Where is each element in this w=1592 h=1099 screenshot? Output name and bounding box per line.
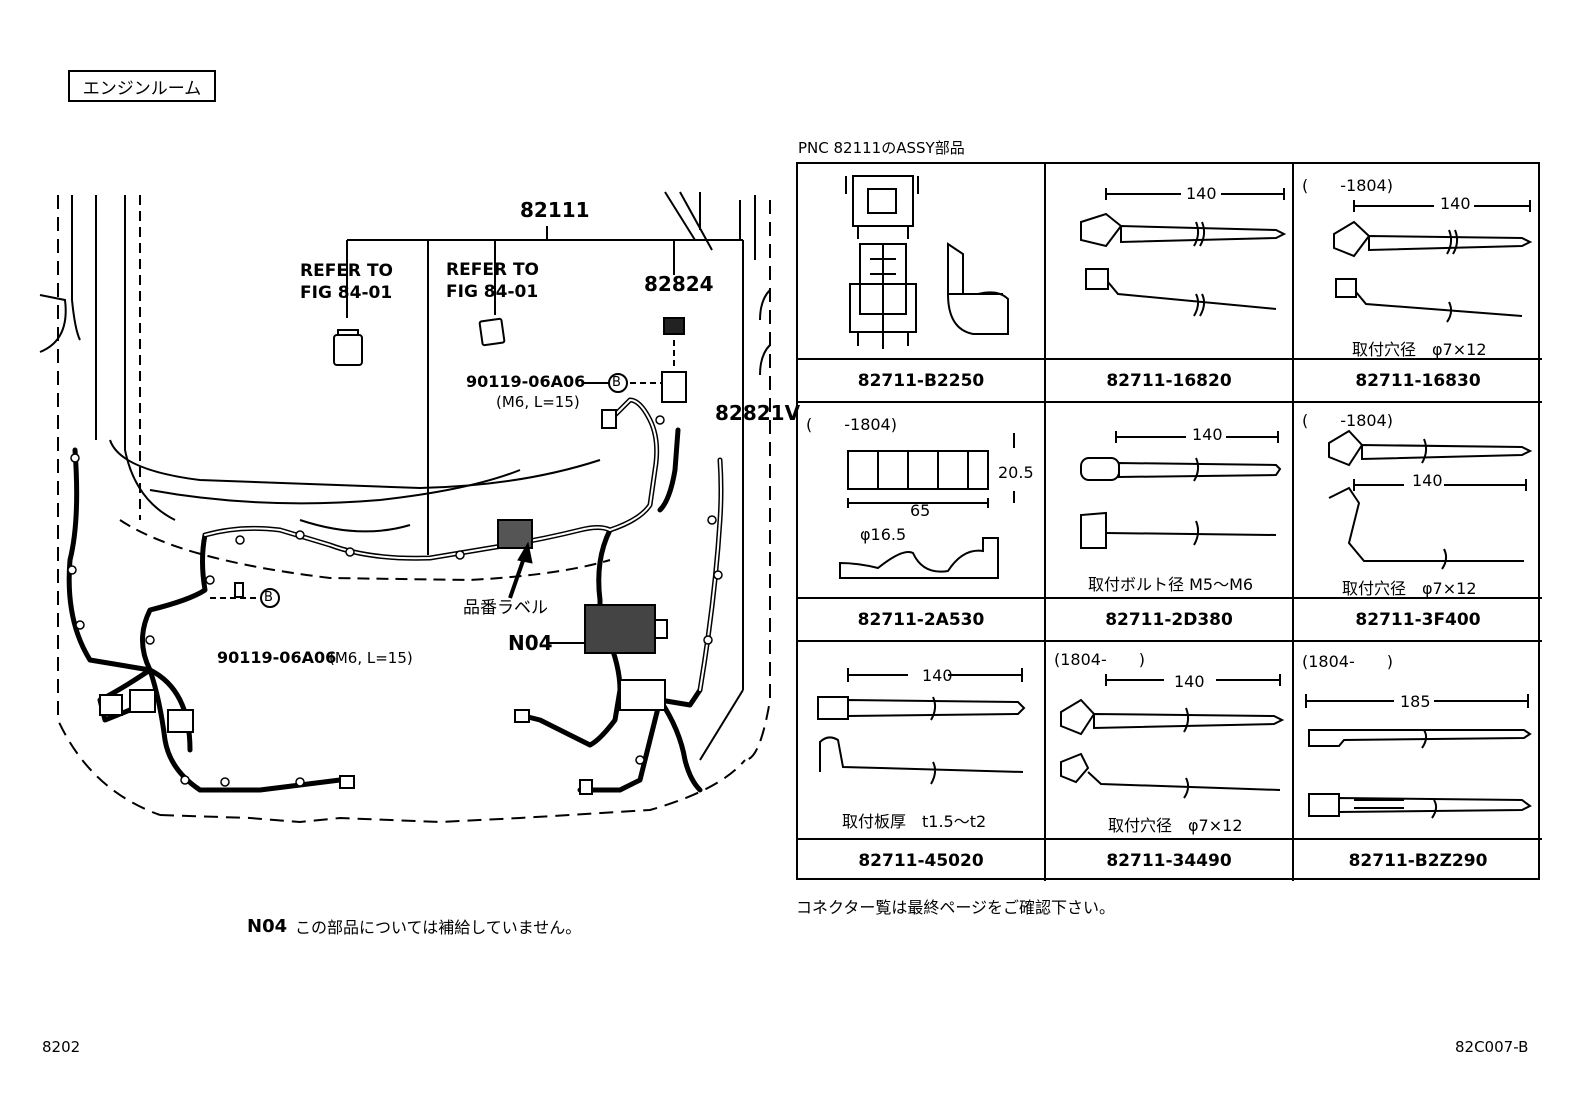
table-cell: 140 取付ボルト径 M5～M6 82711-2D380 <box>1046 403 1294 642</box>
refer2-line2: FIG 84-01 <box>446 282 539 302</box>
serial-range: ( -1804) <box>1302 411 1393 430</box>
body-outline-left <box>57 195 161 816</box>
bolt-upper-mark: B <box>612 375 621 390</box>
table-cell: 140 取付板厚 t1.5～t2 82711-45020 <box>798 642 1046 881</box>
part-number-82711-34490[interactable]: 82711-34490 <box>1046 838 1292 881</box>
bolt-upper-spec: (M6, L=15) <box>496 393 580 411</box>
n04-block <box>584 604 656 654</box>
mounting-note: 取付穴径 φ7×12 <box>1108 816 1243 835</box>
cable-tie-clip-illustration <box>1328 429 1533 570</box>
connector-grommet-1 <box>333 334 363 366</box>
dimension-diameter: φ16.5 <box>860 525 907 544</box>
bracket-82824 <box>661 371 687 403</box>
serial-range: (1804- ) <box>1302 652 1393 671</box>
dimension-label: 140 <box>1412 471 1443 490</box>
table-cell: (1804- ) 140 取付穴径 φ7×12 82711-34490 <box>1046 642 1294 881</box>
table-cell: ( -1804) 140 取付穴径 φ7×12 82711-3F400 <box>1294 403 1542 642</box>
part-number-82711-2d380[interactable]: 82711-2D380 <box>1046 597 1292 640</box>
engine-room-title: エンジンルーム <box>68 70 216 102</box>
table-cell: (1804- ) 185 82711-B2Z290 <box>1294 642 1542 881</box>
mounting-note: 取付穴径 φ7×12 <box>1342 579 1477 598</box>
dimension-label: 140 <box>1186 184 1217 203</box>
serial-range: ( -1804) <box>806 415 897 434</box>
harness-main-run <box>202 525 613 561</box>
part-number-82711-16830[interactable]: 82711-16830 <box>1294 358 1542 401</box>
dimension-width: 65 <box>910 501 931 520</box>
mounting-note: 取付ボルト径 M5～M6 <box>1088 575 1254 594</box>
table-title: PNC 82111のASSY部品 <box>798 139 965 157</box>
dimension-label: 140 <box>1174 672 1205 691</box>
figure-code: 82C007-B <box>1455 1038 1529 1056</box>
cable-tie-illustration <box>1305 694 1532 819</box>
table-cell: ( -1804) 140 取付穴径 φ7×12 82711-16830 <box>1294 164 1542 403</box>
label-block <box>497 519 533 549</box>
bolt-lower-number: 90119-06A06 <box>217 648 337 667</box>
part-number-82711-b2250[interactable]: 82711-B2250 <box>798 358 1044 401</box>
part-number-82711-16820[interactable]: 82711-16820 <box>1046 358 1292 401</box>
dimension-label: 140 <box>1192 425 1223 444</box>
part-number-82711-3f400[interactable]: 82711-3F400 <box>1294 597 1542 640</box>
body-outline-right <box>744 200 771 761</box>
bolt-mark-lower-circle <box>260 588 280 608</box>
serial-range: ( -1804) <box>1302 176 1393 195</box>
n04-note-text: この部品については補給していません。 <box>295 918 582 937</box>
table-cell: 140 82711-16820 <box>1046 164 1294 403</box>
cable-tie-clip-illustration <box>1333 200 1533 323</box>
connector-82824 <box>663 317 685 335</box>
part-82111-label: 82111 <box>520 198 590 222</box>
mounting-note: 取付穴径 φ7×12 <box>1352 340 1487 359</box>
part-82824-label: 82824 <box>644 272 714 296</box>
cable-tie-clip-illustration <box>1060 674 1285 799</box>
part-number-82711-45020[interactable]: 82711-45020 <box>798 838 1044 881</box>
dimension-label: 140 <box>1440 194 1471 213</box>
bolt-lower-mark: B <box>264 590 273 605</box>
connector-list-note: コネクター覧は最終ページをご確認下さい。 <box>796 898 1116 917</box>
refer2-line1: REFER TO <box>446 260 539 280</box>
dimension-label: 185 <box>1400 692 1431 711</box>
dimension-label: 140 <box>922 666 953 685</box>
page-number: 8202 <box>42 1038 81 1056</box>
assy-parts-table: 82711-B2250 140 82711-16820 ( -1804) 140… <box>796 162 1542 881</box>
table-cell: 82711-B2250 <box>798 164 1046 403</box>
part-number-label-text: 品番ラベル <box>463 598 548 618</box>
cable-tie-clip-illustration <box>817 668 1026 785</box>
mounting-note: 取付板厚 t1.5～t2 <box>842 812 987 831</box>
body-outline-bottom <box>159 759 746 824</box>
table-cell: ( -1804) 20.5 65 φ16.5 82711-2A530 <box>798 403 1046 642</box>
harness-diagram <box>39 191 771 824</box>
cable-tie-clip-illustration <box>1080 188 1287 317</box>
bolt-mark-upper-circle <box>608 373 628 393</box>
cable-tie-clip-illustration <box>1080 431 1282 549</box>
n04-label: N04 <box>508 631 553 655</box>
harness-protector-illustration <box>839 433 1015 579</box>
bolt-lower-spec: (M6, L=15) <box>329 649 413 667</box>
n04-note-code: N04 <box>247 916 288 937</box>
refer1-line2: FIG 84-01 <box>300 283 393 303</box>
clamp-bracket-illustration <box>845 175 1009 349</box>
part-number-82711-2a530[interactable]: 82711-2A530 <box>798 597 1044 640</box>
dimension-height: 20.5 <box>998 463 1034 482</box>
refer1-line1: REFER TO <box>300 261 393 281</box>
part-82821v-label: 82821V <box>715 401 801 425</box>
connector-grommet-2 <box>478 317 506 347</box>
serial-range: (1804- ) <box>1054 650 1145 669</box>
part-number-82711-b2z290[interactable]: 82711-B2Z290 <box>1294 838 1542 881</box>
bolt-upper-number: 90119-06A06 <box>466 372 586 391</box>
